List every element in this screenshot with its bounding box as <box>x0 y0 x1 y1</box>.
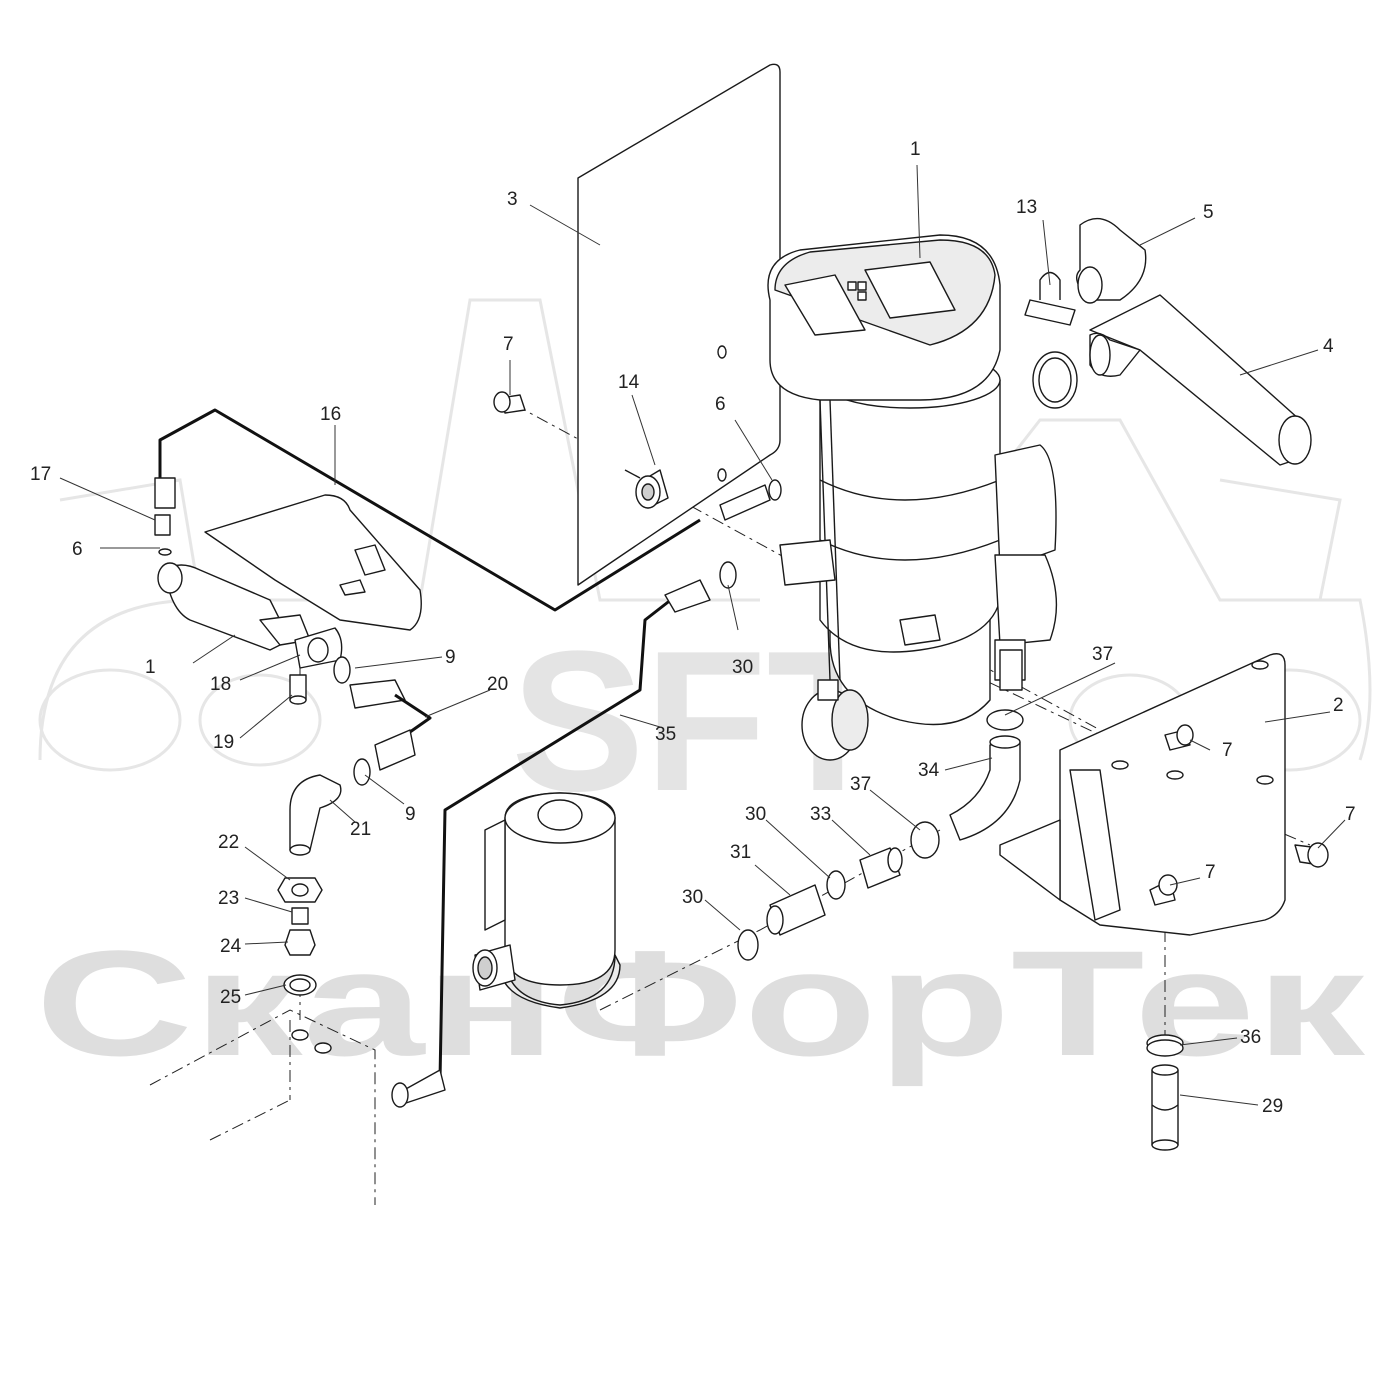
bolt-7-bracket-a <box>1164 724 1194 751</box>
callout-19: 19 <box>213 732 234 753</box>
bolt-7-bracket-c <box>1149 874 1178 906</box>
callout-31: 31 <box>730 842 751 863</box>
callout-3: 3 <box>507 189 518 210</box>
callout-30-b: 30 <box>745 804 766 825</box>
callout-37-a: 37 <box>1092 644 1113 665</box>
callout-25: 25 <box>220 987 241 1008</box>
hose-29-clamp-36 <box>1146 1034 1184 1151</box>
callout-5: 5 <box>1203 202 1214 223</box>
callout-24: 24 <box>220 936 242 957</box>
hose-20-assembly <box>289 656 432 856</box>
callout-14: 14 <box>618 372 640 393</box>
grommet-14 <box>624 469 669 509</box>
callout-1-heater: 1 <box>910 139 921 160</box>
fitting-stack-22-25 <box>277 877 332 1054</box>
bolt-7-bracket-b <box>1294 842 1329 868</box>
callout-6-left: 6 <box>72 539 83 560</box>
callout-4: 4 <box>1323 336 1334 357</box>
bolt-7-top <box>493 391 526 414</box>
callout-30-c: 30 <box>682 887 703 908</box>
callout-9-b: 9 <box>405 804 416 825</box>
callout-13: 13 <box>1016 197 1037 218</box>
callout-21: 21 <box>350 819 371 840</box>
callout-36: 36 <box>1240 1027 1261 1048</box>
callout-7-bracket-a: 7 <box>1222 740 1233 761</box>
callout-9-a: 9 <box>445 647 456 668</box>
callout-22: 22 <box>218 832 239 853</box>
callout-37-b: 37 <box>850 774 871 795</box>
mounting-bracket <box>999 653 1329 936</box>
callout-29: 29 <box>1262 1096 1283 1117</box>
callout-35: 35 <box>655 724 676 745</box>
callout-34: 34 <box>918 760 940 781</box>
callout-20: 20 <box>487 674 508 695</box>
callout-16: 16 <box>320 404 341 425</box>
fuel-filter-assembly <box>157 494 422 705</box>
callout-7-bracket-b: 7 <box>1345 804 1356 825</box>
fuel-pump <box>472 792 621 1009</box>
fuel-line-35 <box>391 579 711 1108</box>
callout-7-bracket-c: 7 <box>1205 862 1216 883</box>
callout-labels: 1 1 2 3 4 5 6 6 7 7 7 7 9 9 13 14 16 17 … <box>30 139 1356 1117</box>
callout-33: 33 <box>810 804 831 825</box>
callout-23: 23 <box>218 888 239 909</box>
callout-2: 2 <box>1333 695 1344 716</box>
spacer-6-mid <box>719 479 782 521</box>
callout-1-filter: 1 <box>145 657 156 678</box>
hose-connection-small-parts <box>719 561 1024 961</box>
callout-6-mid: 6 <box>715 394 726 415</box>
leader-lines <box>59 164 1346 1106</box>
callout-30-a: 30 <box>732 657 753 678</box>
watermark-company-name: СканФорТек <box>35 919 1366 1087</box>
callout-7-top: 7 <box>503 334 514 355</box>
fuel-line-16 <box>154 408 701 612</box>
mounting-plate <box>577 63 781 586</box>
exhaust-pipe-assembly <box>1024 217 1312 466</box>
heater-unit <box>767 234 1058 761</box>
callout-17: 17 <box>30 464 51 485</box>
callout-18: 18 <box>210 674 231 695</box>
